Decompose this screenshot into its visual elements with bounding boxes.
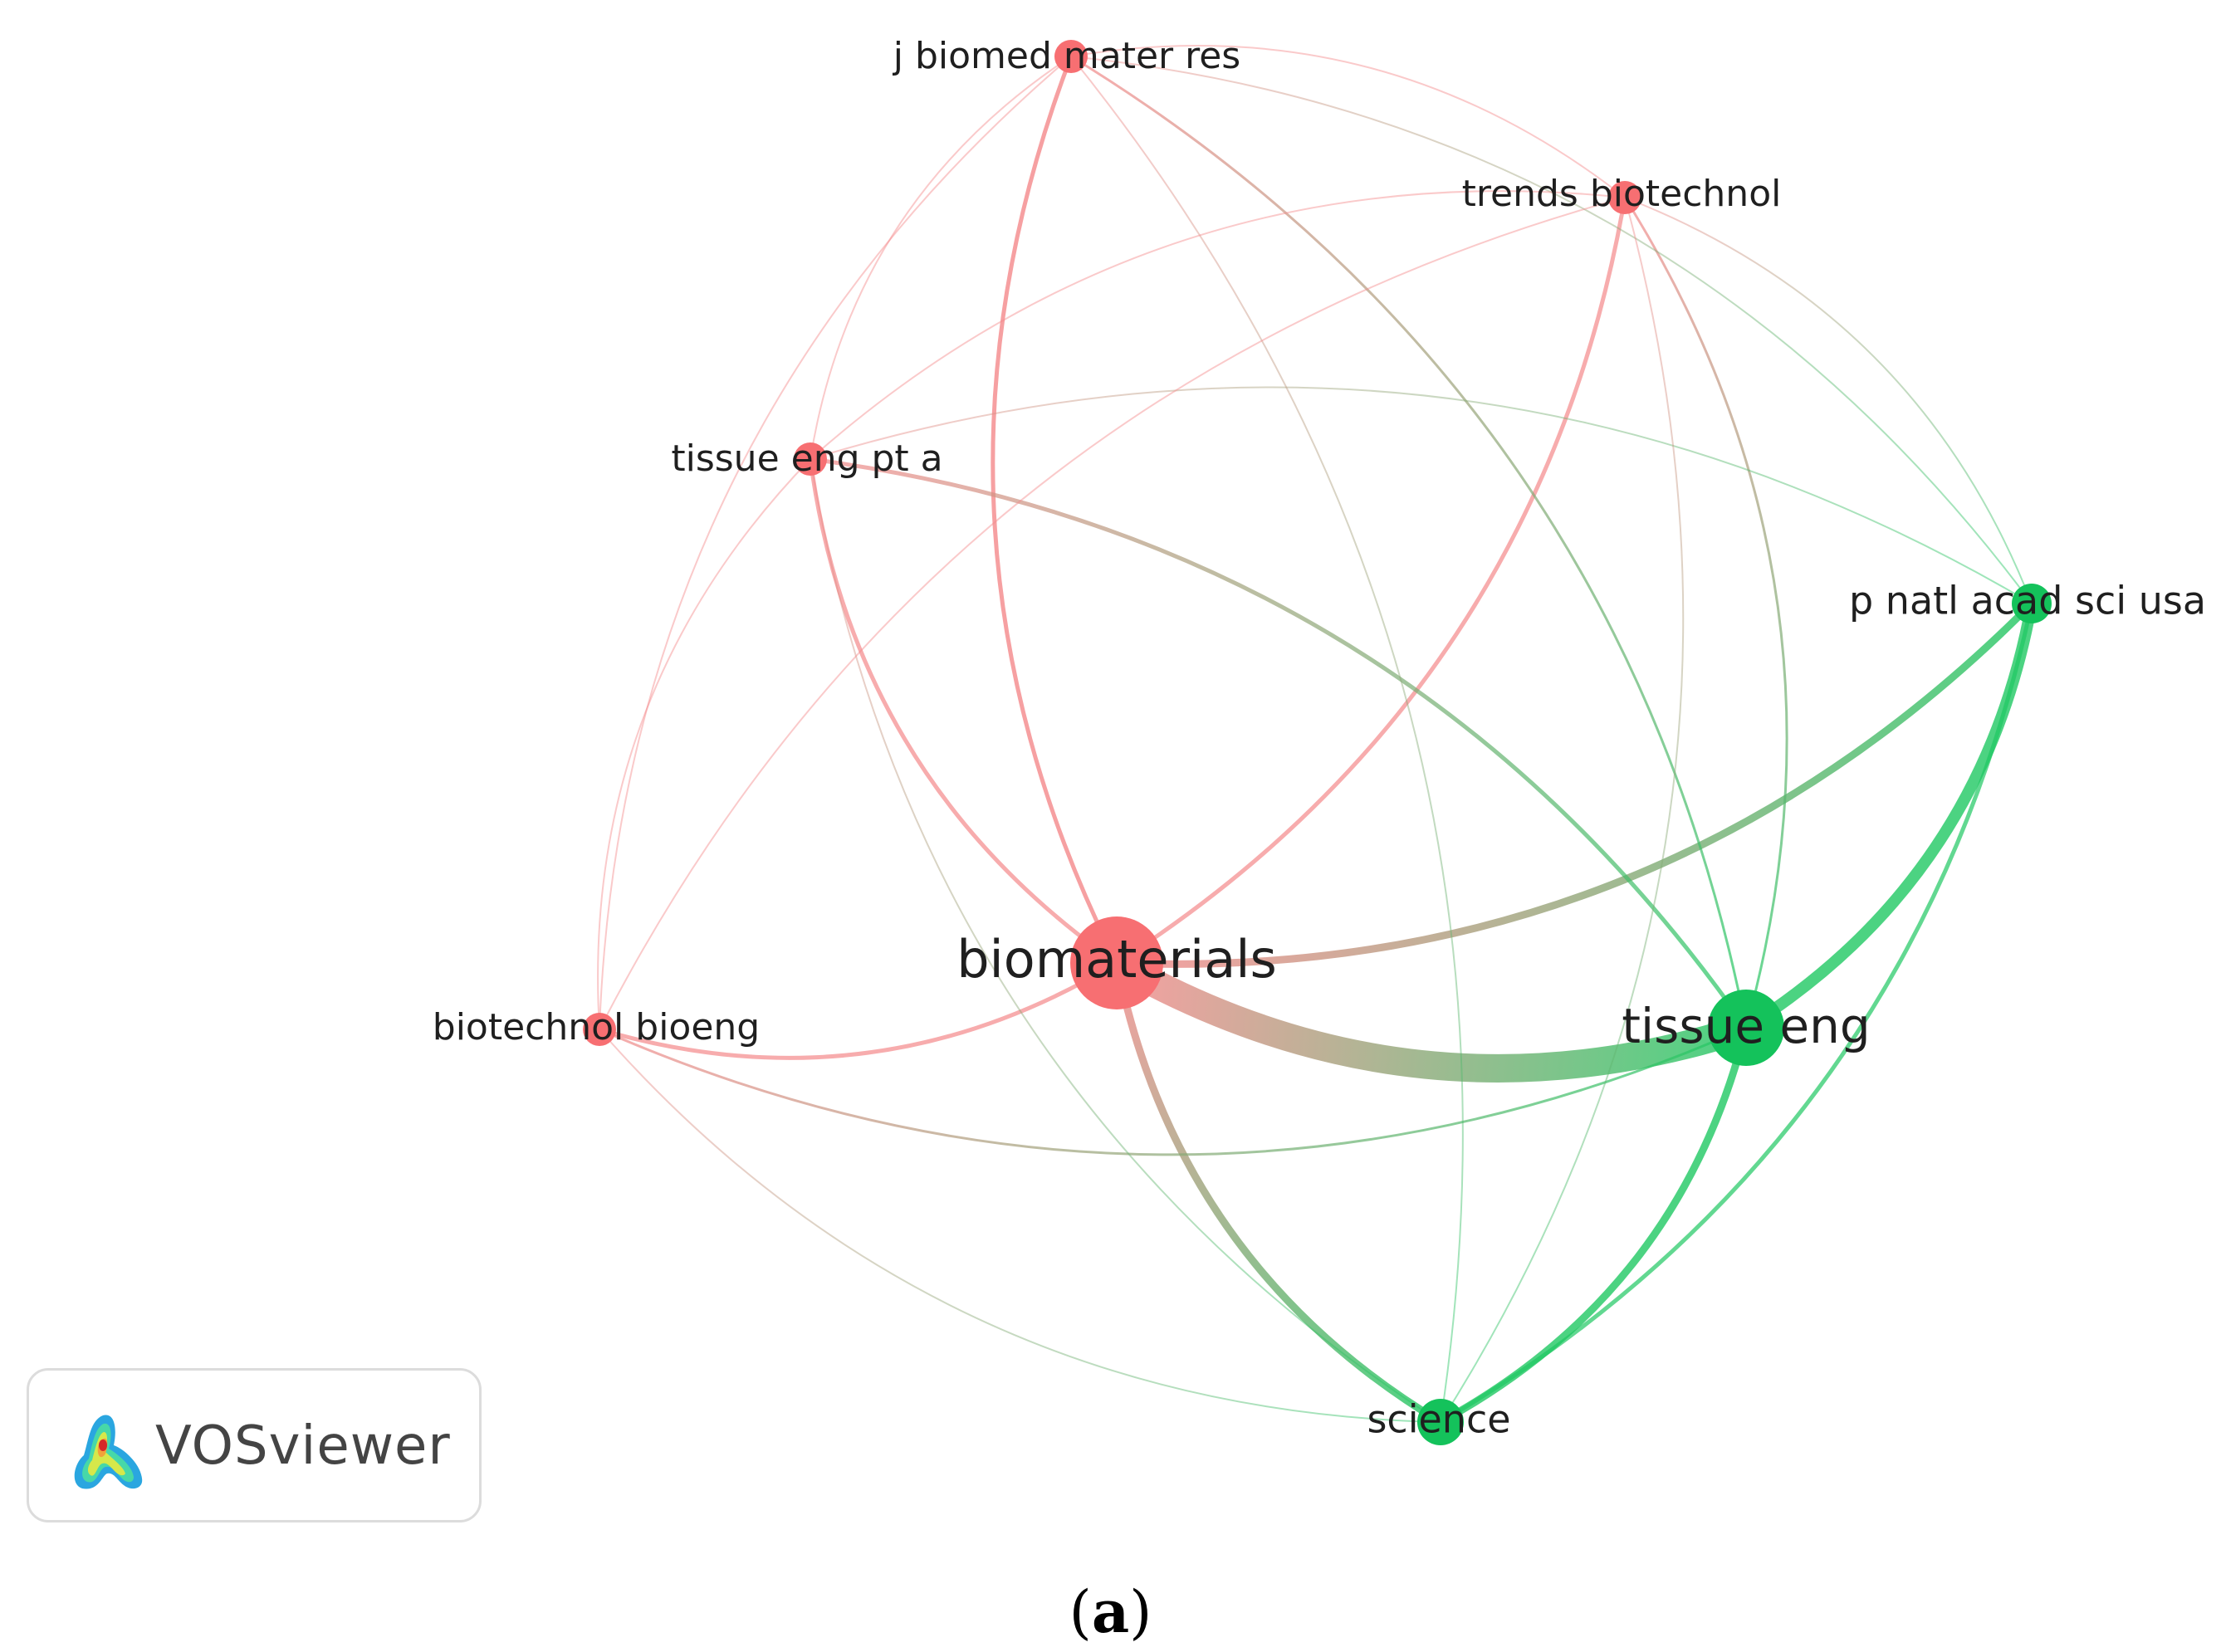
vosviewer-badge: VOSviewer bbox=[27, 1368, 482, 1522]
link-biomaterials-pnas bbox=[1113, 599, 2036, 968]
link-j_biomed-trends bbox=[1070, 45, 1626, 198]
vosviewer-brand-name: VOSviewer bbox=[155, 1415, 451, 1477]
node-biotech[interactable] bbox=[583, 1013, 616, 1046]
link-j_biomed-biotech bbox=[599, 56, 1072, 1030]
figure-caption: (a) bbox=[0, 1577, 2221, 1646]
link-biomaterials-trends bbox=[1114, 195, 1627, 965]
node-label-pnas: p natl acad sci usa bbox=[1849, 579, 2206, 623]
link-tissue_a-biotech bbox=[597, 458, 811, 1030]
link-tissue_eng-j_biomed bbox=[1069, 55, 1748, 1029]
link-tissue_eng-tissue_a bbox=[808, 457, 1749, 1030]
link-science-trends bbox=[1440, 197, 1685, 1423]
link-biomaterials-biotech bbox=[597, 960, 1119, 1060]
link-trends-tissue_a bbox=[810, 190, 1626, 460]
labels-layer: biomaterials tissue eng j biomed mater res… bbox=[433, 35, 2206, 1442]
node-pnas[interactable] bbox=[2012, 584, 2052, 623]
vosviewer-logo-icon bbox=[74, 1415, 143, 1489]
node-j_biomed[interactable] bbox=[1054, 40, 1088, 73]
link-biomaterials-j_biomed bbox=[991, 54, 1119, 965]
node-tissue_a[interactable] bbox=[794, 442, 827, 476]
node-label-science: science bbox=[1367, 1397, 1510, 1442]
node-label-trends: trends biotechnol bbox=[1462, 173, 1782, 215]
link-science-tissue_a bbox=[810, 458, 1441, 1423]
link-tissue_eng-biotech bbox=[598, 1026, 1748, 1156]
node-label-tissue_a: tissue eng pt a bbox=[671, 437, 942, 480]
link-tissue_eng-trends bbox=[1623, 196, 1788, 1029]
link-pnas-science bbox=[1438, 601, 2034, 1425]
node-trends[interactable] bbox=[1608, 181, 1641, 214]
caption-close-paren: ) bbox=[1129, 1578, 1152, 1646]
node-label-biomaterials: biomaterials bbox=[956, 929, 1277, 990]
node-tissue_eng[interactable] bbox=[1708, 990, 1784, 1066]
node-science[interactable] bbox=[1417, 1399, 1464, 1445]
caption-open-paren: ( bbox=[1069, 1578, 1092, 1646]
link-biomaterials-tissue_eng bbox=[1103, 949, 1760, 1083]
link-j_biomed-tissue_a bbox=[810, 56, 1072, 460]
nodes-layer bbox=[583, 40, 2052, 1445]
link-science-j_biomed bbox=[1070, 56, 1464, 1423]
node-biomaterials[interactable] bbox=[1070, 916, 1163, 1009]
link-trends-biotech bbox=[599, 197, 1626, 1030]
node-label-biotech: biotechnol bioeng bbox=[433, 1006, 760, 1048]
link-science-biotech bbox=[599, 1029, 1441, 1423]
links-layer bbox=[597, 45, 2038, 1426]
link-biomaterials-tissue_a bbox=[808, 457, 1119, 965]
link-pnas-j_biomed bbox=[1070, 56, 2033, 604]
node-label-tissue_eng: tissue eng bbox=[1622, 998, 1870, 1054]
node-label-j_biomed: j biomed mater res bbox=[893, 35, 1240, 77]
link-pnas-tissue_a bbox=[810, 386, 2033, 604]
link-tissue_eng-pnas bbox=[1740, 598, 2038, 1034]
caption-letter: a bbox=[1091, 1577, 1130, 1646]
link-pnas-trends bbox=[1624, 197, 2033, 604]
